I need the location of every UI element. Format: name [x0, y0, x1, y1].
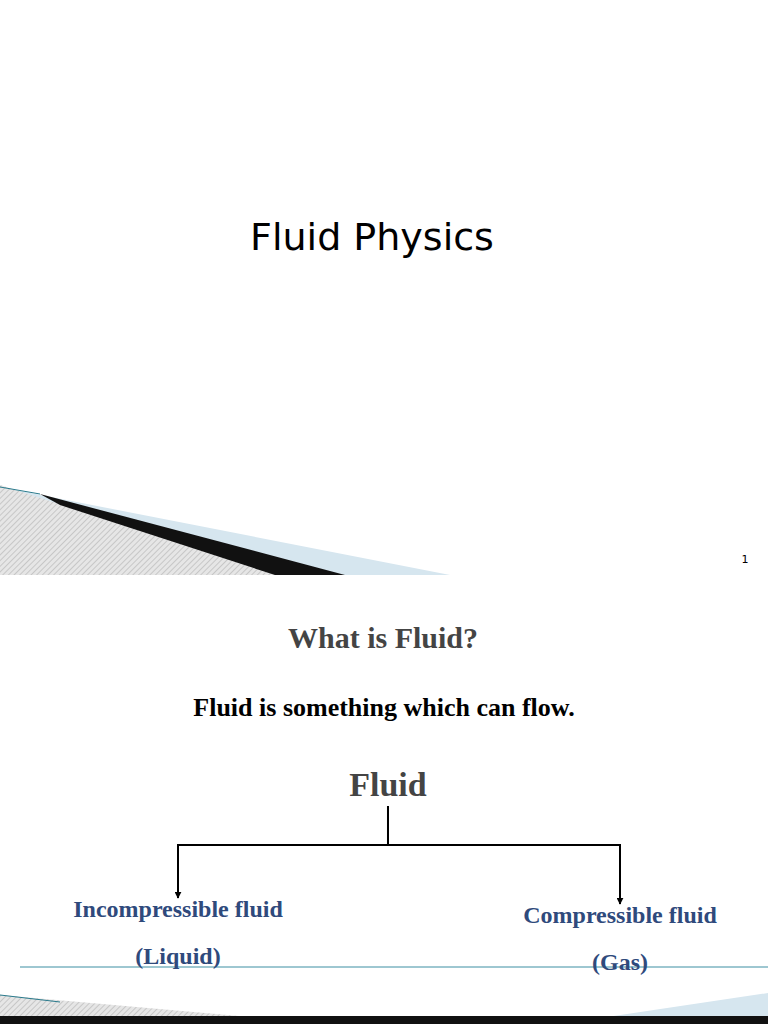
swoosh-edge — [0, 995, 60, 1002]
slide-heading: What is Fluid? — [288, 621, 478, 655]
slide-number: 1 — [742, 553, 749, 566]
rule-line — [20, 967, 768, 968]
swoosh-edge — [0, 487, 40, 494]
swoosh-black — [40, 494, 345, 575]
node-text: Fluid — [349, 766, 426, 804]
tree-connector — [388, 806, 620, 904]
definition-text: Fluid is something which can flow. — [193, 693, 574, 723]
tree-connector — [178, 806, 388, 898]
slide-title: Fluid Physics — [250, 215, 494, 259]
root-node: Fluid — [345, 766, 430, 804]
node-text: Compressible fluid — [523, 902, 717, 929]
node-text: Incompressible fluid — [73, 896, 283, 923]
swoosh-black — [0, 1016, 768, 1024]
node-text: (Liquid) — [73, 943, 283, 970]
branch-node: Incompressible fluid (Liquid) — [69, 896, 287, 970]
node-text: (Gas) — [523, 949, 717, 976]
branch-node: Compressible fluid (Gas) — [519, 902, 721, 976]
